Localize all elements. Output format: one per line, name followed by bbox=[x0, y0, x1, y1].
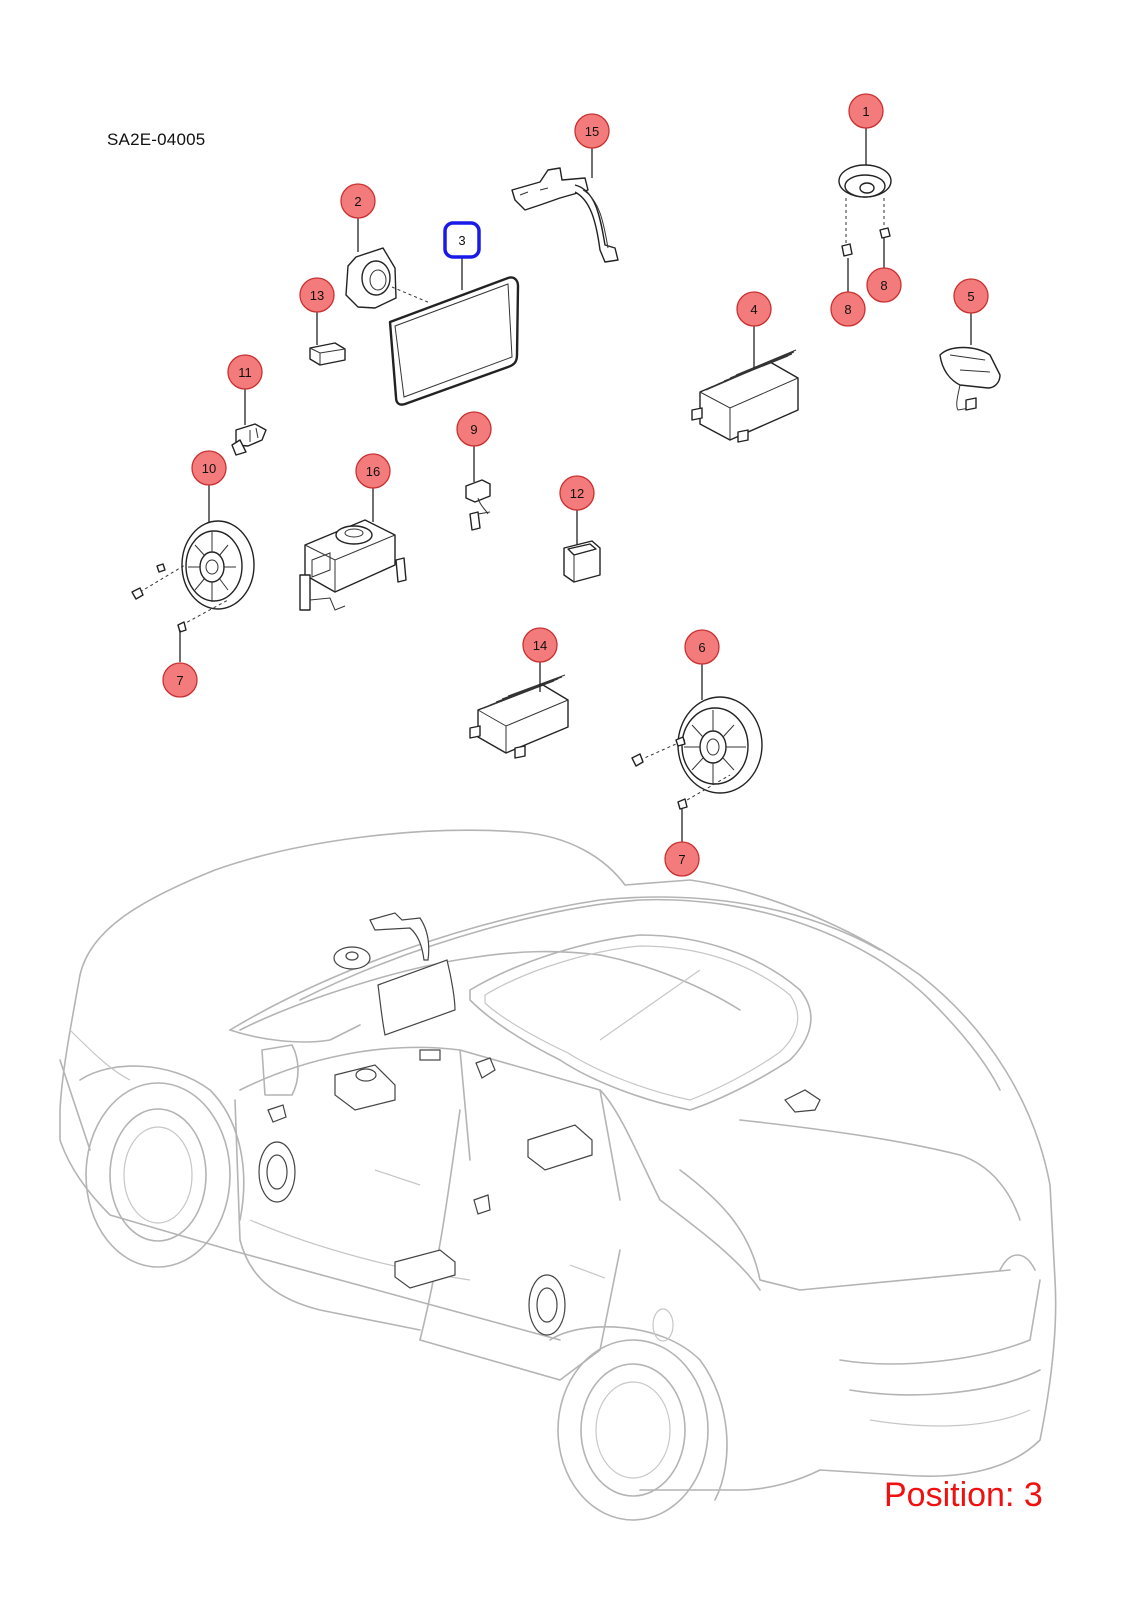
callout-5-label: 5 bbox=[967, 289, 974, 304]
part-switch-module bbox=[563, 540, 601, 583]
diagram-reference-code: SA2E-04005 bbox=[107, 130, 206, 149]
installed-connector bbox=[473, 1194, 491, 1215]
installed-amplifier bbox=[527, 1124, 593, 1171]
part-display-screen bbox=[388, 276, 520, 406]
callout-11[interactable]: 11 bbox=[227, 354, 263, 390]
part-midrange-speaker bbox=[345, 247, 431, 309]
callout-9-label: 9 bbox=[470, 422, 477, 437]
callout-8-right[interactable]: 8 bbox=[866, 267, 902, 303]
part-amplifier bbox=[691, 349, 799, 443]
callout-11-label: 11 bbox=[238, 365, 252, 380]
callout-10[interactable]: 10 bbox=[191, 450, 227, 486]
part-rear-amplifier bbox=[469, 674, 569, 759]
installed-switch bbox=[475, 1057, 496, 1079]
installed-display bbox=[377, 959, 456, 1036]
callout-14[interactable]: 14 bbox=[522, 627, 558, 663]
installed-rear-amplifier bbox=[394, 1249, 456, 1289]
part-small-module bbox=[309, 342, 346, 366]
callout-6-label: 6 bbox=[698, 640, 705, 655]
callout-7-rear-label: 7 bbox=[678, 852, 685, 867]
callout-16-label: 16 bbox=[366, 464, 380, 479]
callout-2-label: 2 bbox=[354, 194, 361, 209]
part-head-unit bbox=[299, 519, 407, 611]
callout-12-label: 12 bbox=[570, 486, 584, 501]
vehicle-outline bbox=[59, 829, 1057, 1521]
part-mirror-connector bbox=[231, 423, 267, 456]
part-front-door-speaker bbox=[131, 520, 255, 633]
callout-15[interactable]: 15 bbox=[574, 113, 610, 149]
callout-13[interactable]: 13 bbox=[299, 277, 335, 313]
installed-roof-antenna bbox=[784, 1089, 821, 1113]
callout-8-left-label: 8 bbox=[844, 302, 851, 317]
callout-12[interactable]: 12 bbox=[559, 475, 595, 511]
callout-4-label: 4 bbox=[750, 302, 757, 317]
callout-1-label: 1 bbox=[862, 104, 869, 119]
callout-6[interactable]: 6 bbox=[684, 629, 720, 665]
callout-7-front[interactable]: 7 bbox=[162, 662, 198, 698]
installed-mirror-connector bbox=[267, 1104, 287, 1123]
callout-9[interactable]: 9 bbox=[456, 411, 492, 447]
part-tweeter-speaker bbox=[838, 164, 892, 257]
callout-1[interactable]: 1 bbox=[848, 93, 884, 129]
installed-cable-harness bbox=[369, 912, 430, 961]
part-rear-door-speaker bbox=[631, 696, 763, 810]
callout-16[interactable]: 16 bbox=[355, 453, 391, 489]
callout-4[interactable]: 4 bbox=[736, 291, 772, 327]
callout-7-rear[interactable]: 7 bbox=[664, 841, 700, 877]
callout-3-label: 3 bbox=[458, 233, 465, 248]
callout-5[interactable]: 5 bbox=[953, 278, 989, 314]
part-connector-harness bbox=[465, 479, 491, 531]
installed-head-unit bbox=[334, 1064, 396, 1111]
installed-small-module bbox=[419, 1049, 441, 1061]
callout-3-selected[interactable]: 3 bbox=[443, 221, 481, 259]
callout-7-front-label: 7 bbox=[176, 673, 183, 688]
callout-13-label: 13 bbox=[310, 288, 324, 303]
callout-14-label: 14 bbox=[533, 638, 547, 653]
callout-10-label: 10 bbox=[202, 461, 216, 476]
callout-2[interactable]: 2 bbox=[340, 183, 376, 219]
callout-15-label: 15 bbox=[585, 124, 599, 139]
callout-8-left[interactable]: 8 bbox=[830, 291, 866, 327]
part-cable-harness-bracket bbox=[511, 167, 619, 263]
leader-lines bbox=[179, 128, 972, 842]
part-roof-antenna bbox=[939, 346, 1001, 411]
selected-position-label: Position: 3 bbox=[884, 1476, 1043, 1514]
installed-parts-in-vehicle bbox=[258, 912, 821, 1336]
callout-8-right-label: 8 bbox=[880, 278, 887, 293]
